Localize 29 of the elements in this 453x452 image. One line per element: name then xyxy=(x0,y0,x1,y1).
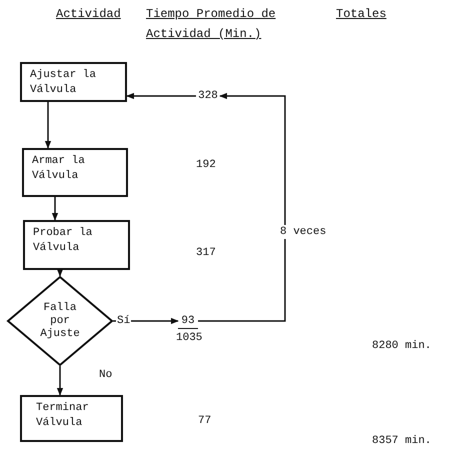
time-value: 1035 xyxy=(176,331,202,346)
decision-diamond xyxy=(7,276,113,366)
time-value: 93 xyxy=(178,313,198,329)
node-text: Armar la Válvula xyxy=(32,154,86,184)
edge-label: 8 veces xyxy=(279,225,328,239)
node-text: Terminar Válvula xyxy=(36,401,90,431)
column-heading: Totales xyxy=(336,6,386,23)
arrow xyxy=(198,92,286,322)
arrow xyxy=(56,366,64,396)
arrow xyxy=(56,268,64,277)
time-value: 8280 min. xyxy=(372,339,432,354)
arrow xyxy=(44,102,52,149)
arrow xyxy=(113,318,179,324)
time-value: 317 xyxy=(196,246,216,261)
column-heading: Actividad xyxy=(56,6,121,23)
node-text: Probar la Válvula xyxy=(33,226,94,256)
node-text: Ajustar la Válvula xyxy=(30,68,98,98)
process-box xyxy=(20,62,127,102)
process-box xyxy=(20,395,123,442)
time-value: 328 xyxy=(196,88,220,104)
column-heading: Tiempo Promedio de Actividad (Min.) xyxy=(146,6,277,43)
time-value: 77 xyxy=(198,414,212,429)
time-value: 192 xyxy=(196,158,216,173)
process-box xyxy=(23,220,130,270)
arrow xyxy=(126,92,196,100)
node-text: Falla por Ajuste xyxy=(39,302,81,340)
arrow xyxy=(52,197,58,221)
time-value: 8357 min. xyxy=(372,434,432,449)
process-box xyxy=(22,148,128,197)
